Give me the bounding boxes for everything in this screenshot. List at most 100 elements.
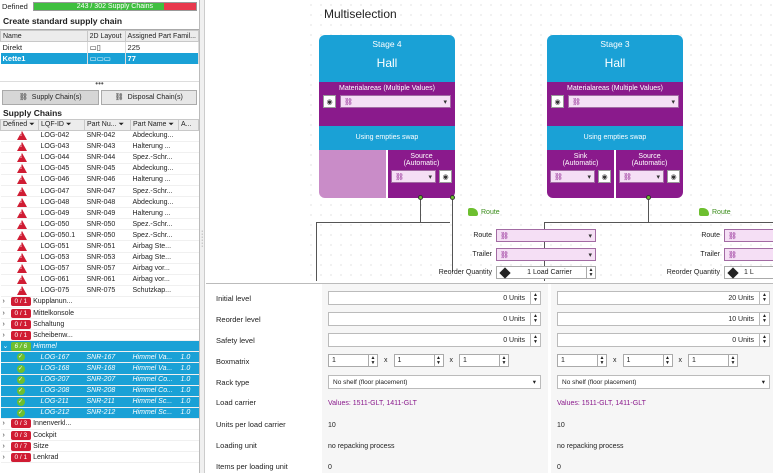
table-row[interactable]: LOG-053 SNR-053 Airbag Ste... bbox=[0, 252, 199, 264]
stage-4-source-box[interactable]: Source (Automatic) ⛓▾ ◉ bbox=[386, 150, 455, 198]
stage-4-card[interactable]: Stage 4 Hall Materialareas (Multiple Val… bbox=[319, 35, 455, 198]
route-dropdown-2[interactable]: ⛓ bbox=[724, 229, 773, 242]
spinner-arrows[interactable]: ▲▼ bbox=[530, 334, 540, 346]
filter-icon[interactable]: ⏷ bbox=[29, 120, 35, 128]
tab-supply-chains[interactable]: ⛓ Supply Chain(s) bbox=[2, 89, 99, 105]
rack-type-select-c2[interactable]: No shelf (floor placement)▾ bbox=[557, 375, 770, 389]
chevron-right-icon[interactable]: › bbox=[2, 309, 5, 317]
chevron-right-icon[interactable]: › bbox=[2, 298, 5, 306]
load-carrier-values-c2[interactable]: Values: 1511-GLT, 1411-GLT bbox=[557, 400, 646, 407]
group-row[interactable]: ›0 / 3 Innenverkl... bbox=[0, 418, 199, 431]
connector-node[interactable] bbox=[450, 195, 455, 200]
reorder-quantity-field-2[interactable]: 1 L bbox=[724, 266, 773, 279]
rack-type-select-c1[interactable]: No shelf (floor placement)▾ bbox=[328, 375, 541, 389]
boxmatrix-y-spinner[interactable]: 1▲▼ bbox=[393, 354, 444, 367]
stage-4-materialareas-dropdown[interactable]: ⛓▾ bbox=[340, 95, 451, 108]
splitter-handle[interactable]: ••• bbox=[95, 78, 104, 88]
spinner-arrows[interactable]: ▲▼ bbox=[586, 267, 595, 278]
stage-4-empty-slot[interactable] bbox=[319, 150, 386, 198]
safety-field-c1[interactable]: 0 Units▲▼ bbox=[328, 333, 541, 347]
chevron-right-icon[interactable]: › bbox=[2, 442, 5, 450]
col-defined[interactable]: Defined ⏷ bbox=[0, 118, 39, 131]
initial-field-c2[interactable]: 20 Units▲▼ bbox=[557, 291, 770, 305]
source-target-icon[interactable]: ◉ bbox=[439, 170, 452, 183]
spinner-arrows[interactable]: ▲▼ bbox=[759, 292, 769, 304]
table-row[interactable]: LOG-061 SNR-061 Airbag vor... bbox=[0, 274, 199, 286]
trailer-dropdown-2[interactable]: ⛓ bbox=[724, 248, 773, 261]
table-row[interactable]: LOG-050.1 SNR-050 Spez.-Schr... bbox=[0, 229, 199, 242]
table-row[interactable]: LOG-046 SNR-046 Halterung ... bbox=[0, 174, 199, 186]
table-row[interactable]: LOG-049 SNR-049 Halterung ... bbox=[0, 207, 199, 220]
filter-icon[interactable]: ⏷ bbox=[65, 120, 72, 128]
stage-3-sink-box[interactable]: Sink (Automatic) ⛓▾ ◉ bbox=[547, 150, 614, 198]
chevron-right-icon[interactable]: › bbox=[2, 453, 5, 461]
chevron-right-icon[interactable]: › bbox=[2, 420, 5, 428]
group-row[interactable]: ›0 / 1 Kupplanun... bbox=[0, 296, 199, 309]
source-dropdown[interactable]: ⛓▾ bbox=[391, 170, 436, 183]
group-row[interactable]: ›0 / 1 Mittelkonsole bbox=[0, 307, 199, 320]
chevron-down-icon[interactable]: ⌄ bbox=[2, 342, 9, 350]
chain-canvas[interactable]: Multiselection Stage 4 Hall Materialarea… bbox=[206, 0, 773, 281]
col-assigned[interactable]: Assigned Part Famil... bbox=[124, 30, 199, 42]
sink-target-icon[interactable]: ◉ bbox=[598, 170, 611, 183]
table-row[interactable]: LOG-044 SNR-044 Spez.-Schr... bbox=[0, 152, 199, 164]
route-dropdown[interactable]: ⛓▾ bbox=[496, 229, 596, 242]
stage-3-source-box[interactable]: Source (Automatic) ⛓▾ ◉ bbox=[614, 150, 683, 198]
route-label-2[interactable]: Route bbox=[699, 208, 731, 216]
boxmatrix-z-spinner[interactable]: 1▲▼ bbox=[688, 354, 738, 367]
spinner-arrows[interactable]: ▲▼ bbox=[530, 313, 540, 325]
material-target-icon[interactable]: ◉ bbox=[551, 95, 564, 108]
col-name[interactable]: Name bbox=[0, 30, 88, 42]
stage-3-materialareas-dropdown[interactable]: ⛓▾ bbox=[568, 95, 679, 108]
connector-node[interactable] bbox=[646, 195, 651, 200]
reorder-field-c2[interactable]: 10 Units▲▼ bbox=[557, 312, 770, 326]
source-target-icon[interactable]: ◉ bbox=[667, 170, 680, 183]
spinner-arrows[interactable]: ▲▼ bbox=[759, 334, 769, 346]
tab-disposal-chains[interactable]: ⛓ Disposal Chain(s) bbox=[100, 89, 197, 105]
reorder-field-c1[interactable]: 0 Units▲▼ bbox=[328, 312, 541, 326]
filter-icon[interactable]: ⏷ bbox=[118, 120, 125, 128]
chevron-right-icon[interactable]: › bbox=[2, 331, 5, 339]
col-part-name[interactable]: Part Name ⏷ bbox=[130, 118, 179, 131]
initial-field-c1[interactable]: 0 Units▲▼ bbox=[328, 291, 541, 305]
table-row[interactable]: LOG-047 SNR-047 Spez.-Schr... bbox=[0, 185, 199, 198]
trailer-dropdown[interactable]: ⛓▾ bbox=[496, 248, 596, 261]
col-lqf-id[interactable]: LQF-ID ⏷ bbox=[38, 118, 85, 131]
table-row[interactable]: ✓ LOG-208 SNR-208 Himmel Co... 1.0 bbox=[0, 385, 199, 397]
boxmatrix-y-spinner[interactable]: 1▲▼ bbox=[622, 354, 673, 367]
reorder-quantity-field[interactable]: 1 Load Carrier ▲▼ bbox=[496, 266, 596, 279]
vertical-splitter[interactable]: ······ bbox=[200, 0, 205, 473]
table-row[interactable]: LOG-043 SNR-043 Halterung ... bbox=[0, 141, 199, 153]
table-row[interactable]: ✓ LOG-211 SNR-211 Himmel Sc... 1.0 bbox=[0, 396, 199, 408]
table-row[interactable]: LOG-051 SNR-051 Airbag Ste... bbox=[0, 240, 199, 253]
table-row[interactable]: ✓ LOG-207 SNR-207 Himmel Co... 1.0 bbox=[0, 374, 199, 386]
group-row[interactable]: ›0 / 1 Schaltung bbox=[0, 318, 199, 331]
spinner-arrows[interactable]: ▲▼ bbox=[759, 313, 769, 325]
group-row[interactable]: ›0 / 7 Sitze bbox=[0, 440, 199, 453]
group-row-himmel[interactable]: ⌄6 / 6 Himmel bbox=[0, 340, 199, 353]
group-row[interactable]: ›0 / 1 Lenkrad bbox=[0, 451, 199, 464]
connector-node[interactable] bbox=[418, 195, 423, 200]
table-row[interactable]: LOG-057 SNR-057 Airbag vor... bbox=[0, 263, 199, 275]
chevron-right-icon[interactable]: › bbox=[2, 431, 5, 439]
load-carrier-values-c1[interactable]: Values: 1511-GLT, 1411-GLT bbox=[328, 400, 417, 407]
col-part-number[interactable]: Part Nu... ⏷ bbox=[84, 118, 131, 131]
table-row[interactable]: LOG-042 SNR-042 Abdeckung... bbox=[0, 130, 199, 142]
std-row-kette1[interactable]: Kette1 ▭▭▭ 77 bbox=[0, 52, 199, 64]
safety-field-c2[interactable]: 0 Units▲▼ bbox=[557, 333, 770, 347]
boxmatrix-x-spinner[interactable]: 1▲▼ bbox=[328, 354, 378, 367]
col-a[interactable]: A... bbox=[178, 118, 199, 131]
table-row[interactable]: ✓ LOG-167 SNR-167 Himmel Va... 1.0 bbox=[0, 351, 199, 364]
sink-dropdown[interactable]: ⛓▾ bbox=[550, 170, 595, 183]
table-row[interactable]: LOG-048 SNR-048 Abdeckung... bbox=[0, 196, 199, 209]
stage-3-card[interactable]: Stage 3 Hall Materialareas (Multiple Val… bbox=[547, 35, 683, 198]
table-row[interactable]: LOG-050 SNR-050 Spez.-Schr... bbox=[0, 218, 199, 231]
material-target-icon[interactable]: ◉ bbox=[323, 95, 336, 108]
table-row[interactable]: ✓ LOG-168 SNR-168 Himmel Va... 1.0 bbox=[0, 362, 199, 375]
table-row[interactable]: ✓ LOG-212 SNR-212 Himmel Sc... 1.0 bbox=[0, 407, 199, 419]
route-label-1[interactable]: Route bbox=[468, 208, 500, 216]
table-row[interactable]: LOG-075 SNR-075 Schutzkap... bbox=[0, 285, 199, 297]
group-row[interactable]: ›0 / 1 Scheibenw... bbox=[0, 329, 199, 342]
boxmatrix-x-spinner[interactable]: 1▲▼ bbox=[557, 354, 607, 367]
filter-icon[interactable]: ⏷ bbox=[168, 120, 175, 128]
